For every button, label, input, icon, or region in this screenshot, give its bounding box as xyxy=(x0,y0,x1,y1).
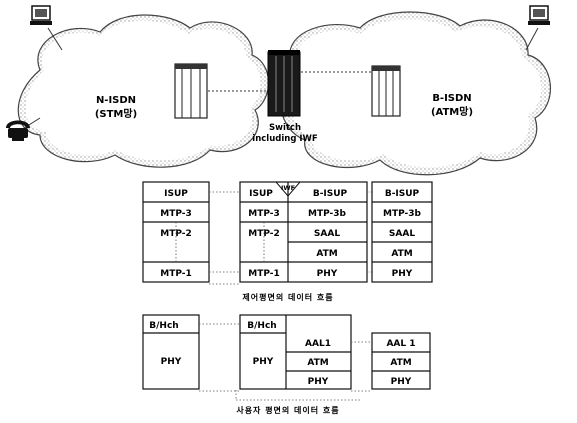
user-left-stack: B/Hch PHY xyxy=(149,321,182,367)
atm-switch-icon xyxy=(267,50,301,117)
user-switch-left-stack: B/Hch PHY xyxy=(247,321,276,367)
computer-terminal-left-icon xyxy=(30,5,52,25)
nisdn-exchange-icon xyxy=(174,63,208,119)
stack-layer: B/Hch xyxy=(149,321,178,331)
control-switch-right-stack: B-ISUP MTP-3b SAAL ATM PHY xyxy=(308,189,348,279)
stack-layer: SAAL xyxy=(314,229,340,239)
switch-label-1: Switch xyxy=(269,123,301,133)
control-plane xyxy=(142,181,433,283)
stack-layer: PHY xyxy=(392,269,413,279)
stack-layer: SAAL xyxy=(389,229,415,239)
control-right-stack: B-ISUP MTP-3b SAAL ATM PHY xyxy=(383,189,422,279)
stack-layer: ATM xyxy=(390,358,411,368)
stack-layer: MTP-3 xyxy=(248,209,280,219)
stack-layer: MTP-2 xyxy=(160,229,192,239)
user-plane xyxy=(142,314,431,390)
stack-layer: ATM xyxy=(307,358,328,368)
stack-layer: MTP-3 xyxy=(160,209,192,219)
stack-layer: ISUP xyxy=(164,189,188,199)
stack-layer: MTP-3b xyxy=(383,209,422,219)
bisdn-exchange-icon xyxy=(371,65,401,117)
stack-layer: MTP-2 xyxy=(248,229,280,239)
iwf-label: IWF xyxy=(281,184,295,192)
stack-layer: B-ISUP xyxy=(385,189,420,199)
control-left-stack: ISUP MTP-3 MTP-2 MTP-1 xyxy=(160,189,192,279)
right-cloud-name: B-ISDN xyxy=(432,93,471,104)
left-cloud xyxy=(17,14,269,168)
control-plane-dotted-flow xyxy=(175,191,372,285)
user-plane-dotted-flow xyxy=(199,323,372,401)
stack-layer: ATM xyxy=(391,249,412,259)
stack-layer: B-ISUP xyxy=(313,189,348,199)
telephone-icon xyxy=(6,120,30,141)
stack-layer: PHY xyxy=(391,377,412,387)
stack-layer: PHY xyxy=(308,377,329,387)
stack-layer: ISUP xyxy=(249,189,273,199)
stack-layer: PHY xyxy=(317,269,338,279)
control-switch-left-stack: ISUP MTP-3 MTP-2 MTP-1 xyxy=(248,189,280,279)
right-cloud xyxy=(279,11,551,176)
user-plane-caption: 사용자 평면의 데이터 흐름 xyxy=(236,405,339,415)
stack-layer: B/Hch xyxy=(247,321,276,331)
stack-layer: PHY xyxy=(161,357,182,367)
user-switch-right-stack: AAL1 ATM PHY xyxy=(305,339,331,387)
control-plane-caption: 제어평면의 데이터 흐름 xyxy=(242,292,333,302)
link-terminal-left xyxy=(47,27,63,51)
stack-layer: AAL1 xyxy=(305,339,331,349)
stack-layer: PHY xyxy=(253,357,274,367)
left-cloud-name: N-ISDN xyxy=(96,95,136,106)
stack-layer: ATM xyxy=(316,249,337,259)
right-cloud-sub: (ATM망) xyxy=(431,105,473,118)
computer-terminal-right-icon xyxy=(528,5,550,25)
link-terminal-right xyxy=(525,27,539,51)
stack-layer: MTP-3b xyxy=(308,209,347,219)
switch-label-2: including IWF xyxy=(252,134,318,144)
stack-layer: AAL 1 xyxy=(386,339,415,349)
stack-layer: MTP-1 xyxy=(248,269,280,279)
left-cloud-sub: (STM망) xyxy=(95,107,137,120)
stack-layer: MTP-1 xyxy=(160,269,192,279)
user-right-stack: AAL 1 ATM PHY xyxy=(386,339,415,387)
